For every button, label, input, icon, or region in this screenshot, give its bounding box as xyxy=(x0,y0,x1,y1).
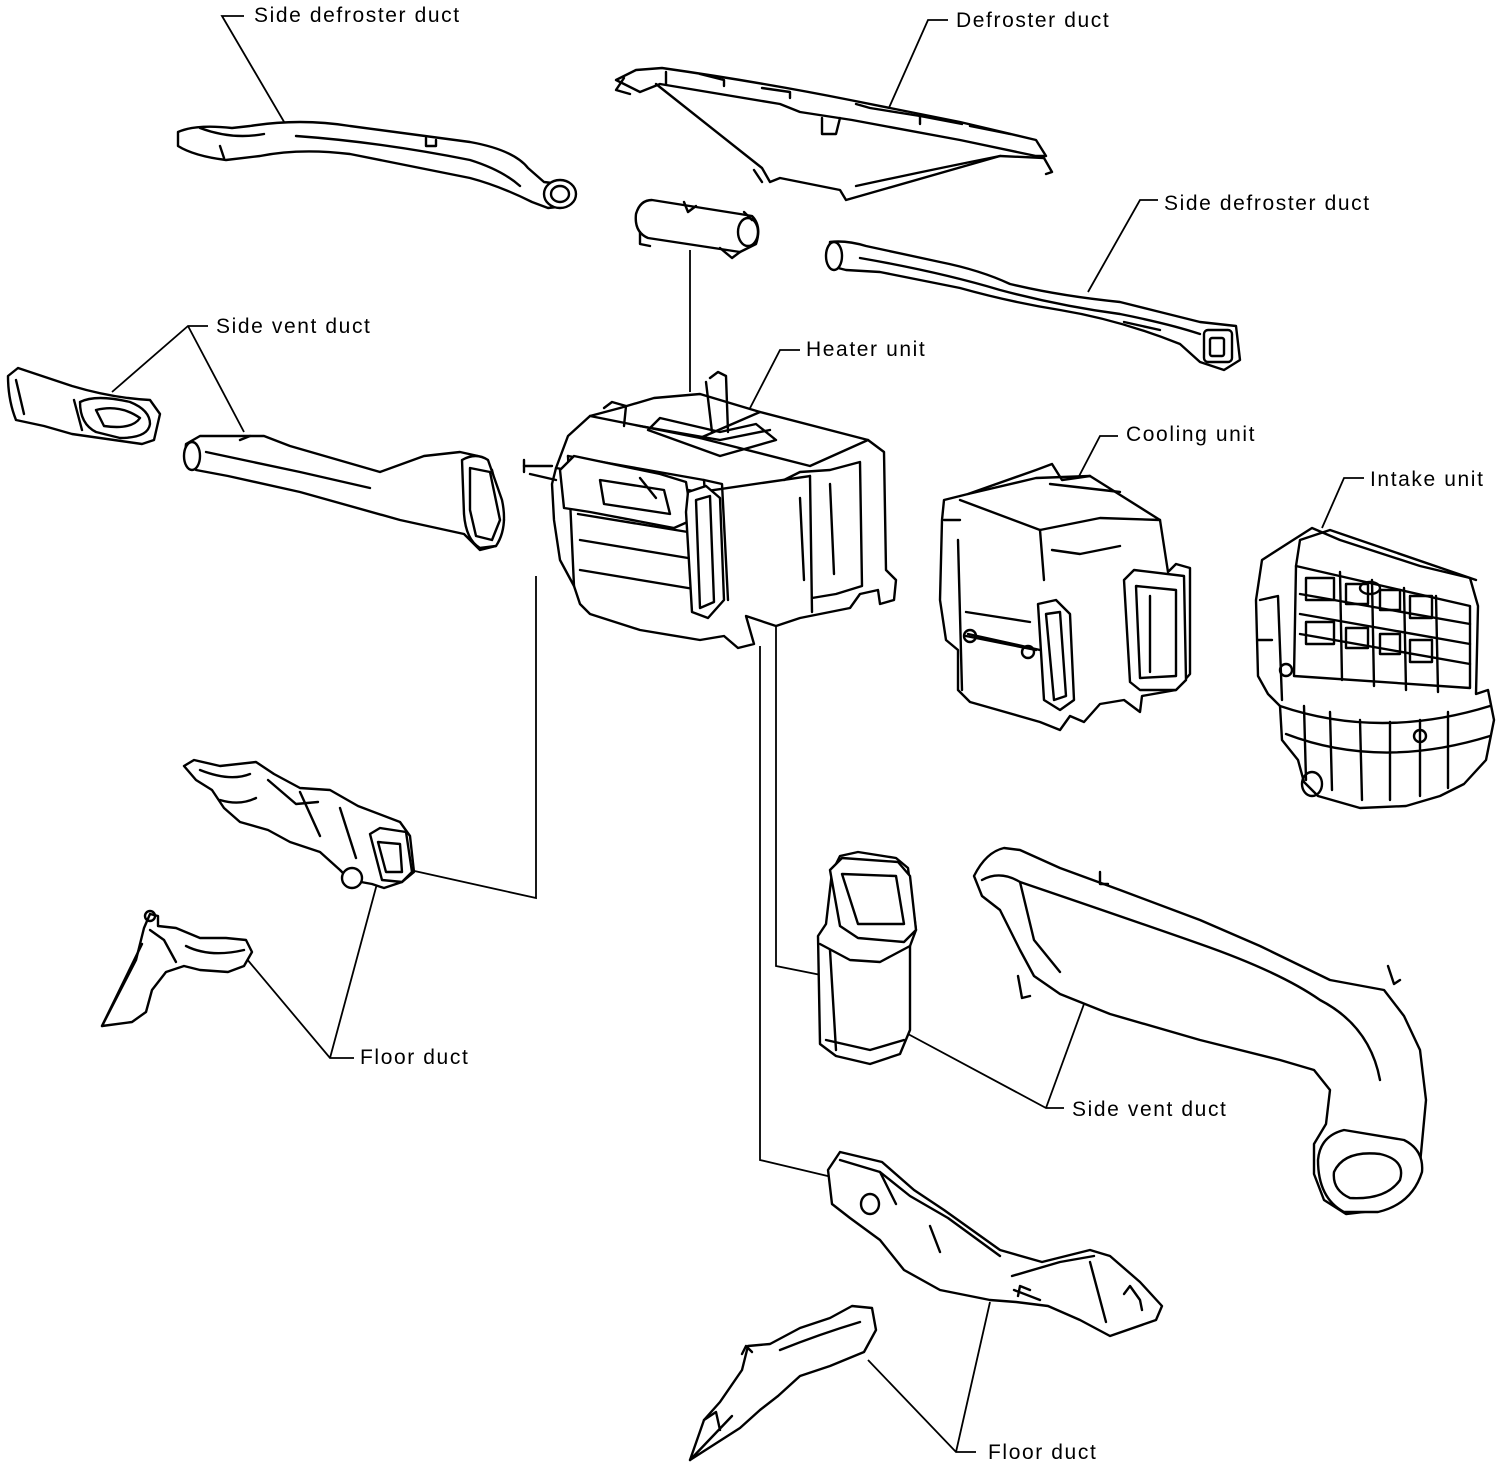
label-side-vent-duct-right: Side vent duct xyxy=(1072,1098,1228,1121)
label-cooling-unit: Cooling unit xyxy=(1126,423,1257,446)
label-side-defroster-duct-right: Side defroster duct xyxy=(1164,192,1371,215)
label-intake-unit: Intake unit xyxy=(1370,468,1485,491)
side-vent-duct-left-part xyxy=(6,366,506,552)
side-vent-duct-right-short-part xyxy=(816,850,918,1066)
label-side-defroster-duct-left: Side defroster duct xyxy=(254,4,461,27)
defroster-duct-part xyxy=(614,66,1054,202)
heater-pipe-part xyxy=(634,198,760,260)
label-side-vent-duct-left: Side vent duct xyxy=(216,315,372,338)
heater-unit-part xyxy=(522,370,898,650)
side-defroster-duct-right-part xyxy=(824,240,1242,372)
floor-duct-bottom-upper-part xyxy=(826,1150,1164,1338)
label-floor-duct-bottom: Floor duct xyxy=(988,1441,1098,1464)
label-defroster-duct: Defroster duct xyxy=(956,9,1111,32)
floor-duct-left-upper-part xyxy=(182,758,416,890)
floor-duct-left-lower-part xyxy=(100,909,254,1028)
side-defroster-duct-left-part xyxy=(176,120,578,210)
leader-lines xyxy=(111,15,1364,1453)
label-floor-duct-left: Floor duct xyxy=(360,1046,470,1069)
label-heater-unit: Heater unit xyxy=(806,338,927,361)
cooling-unit-part xyxy=(938,462,1192,732)
side-vent-duct-right-long-part xyxy=(972,846,1428,1216)
floor-duct-bottom-lower-part xyxy=(688,1304,878,1462)
intake-unit-part xyxy=(1254,526,1496,810)
